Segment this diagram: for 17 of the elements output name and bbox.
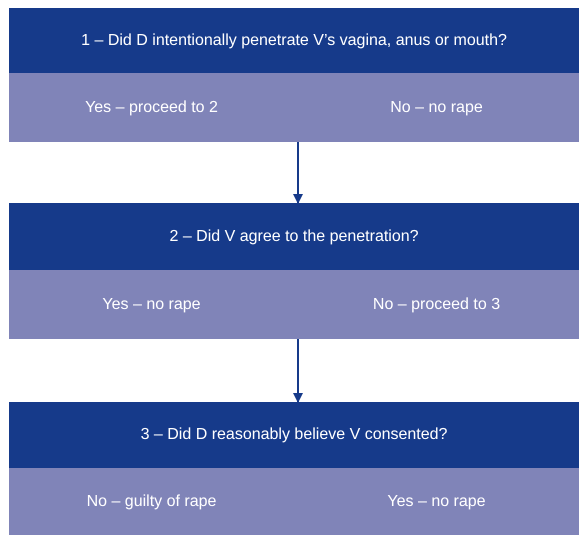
answer-text: No – proceed to 3 [372, 294, 502, 314]
answer-text: No – guilty of rape [86, 492, 218, 512]
question-text: 2 – Did V agree to the penetration? [169, 226, 419, 246]
arrow [293, 339, 303, 403]
answer-band [9, 73, 579, 142]
question-band [9, 402, 579, 468]
answer-text: Yes – no rape [101, 294, 202, 314]
answer-band [9, 468, 579, 535]
answer-text: No – no rape [389, 98, 484, 118]
answer-band [9, 270, 579, 339]
question-text: 3 – Did D reasonably believe V consented? [140, 425, 448, 445]
answer-text: Yes – proceed to 2 [84, 98, 219, 118]
answer-text: Yes – no rape [386, 492, 487, 512]
arrow [293, 142, 303, 204]
question-text: 1 – Did D intentionally penetrate V’s vagina, anus or mouth? [81, 30, 507, 50]
question-band [9, 203, 579, 270]
question-band [9, 8, 579, 73]
